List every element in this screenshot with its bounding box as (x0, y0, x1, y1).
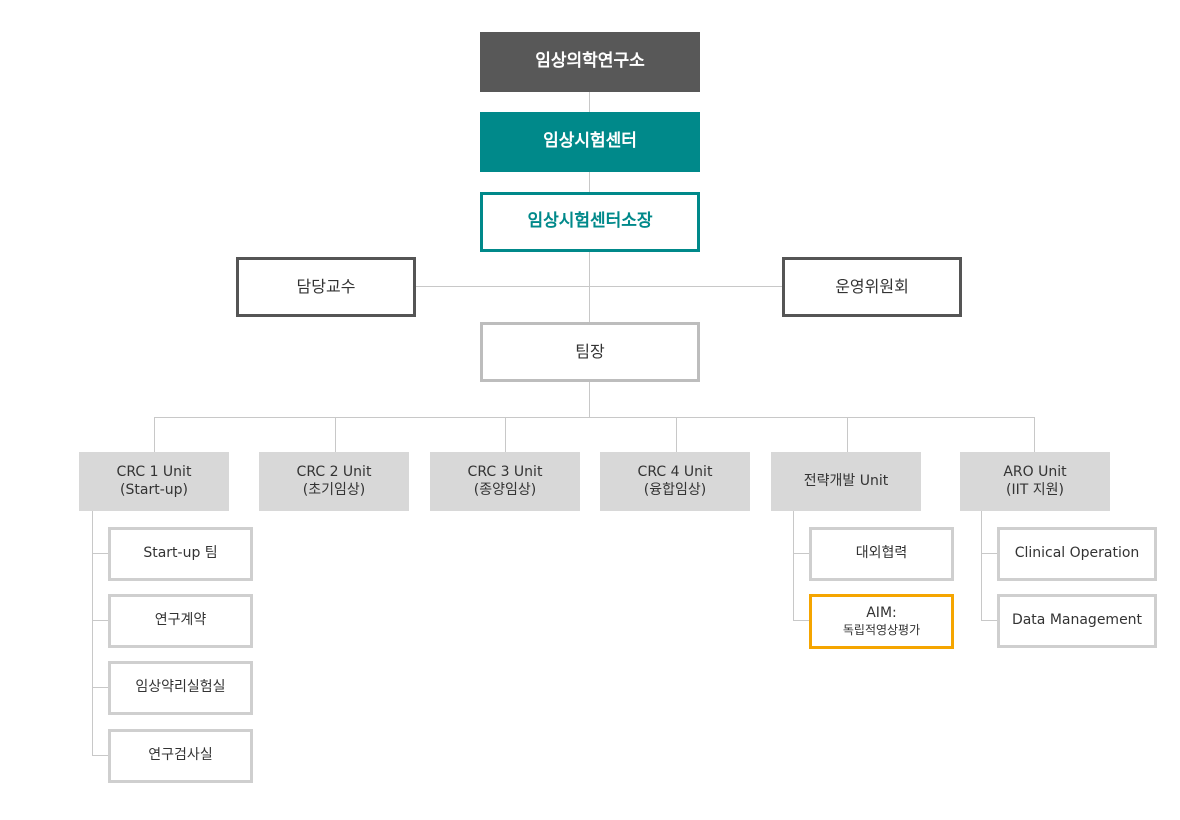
strategy-sub-aim: AIM: 독립적영상평가 (809, 594, 954, 649)
unit-subtitle: (IIT 지원) (1006, 481, 1064, 498)
team-lead-label: 팀장 (575, 342, 605, 361)
connector-aro-subs (981, 510, 982, 621)
center-box: 임상시험센터 (480, 112, 700, 172)
sub-label: 연구검사실 (148, 747, 213, 764)
unit-subtitle: (Start-up) (120, 481, 188, 498)
connector-unit-4 (676, 417, 677, 452)
sub-label: Data Management (1011, 612, 1143, 629)
strategy-sub-external: 대외협력 (809, 527, 954, 581)
crc1-sub-pharmacology-lab: 임상약리실험실 (108, 661, 253, 715)
connector-unit-6 (1034, 417, 1035, 452)
connector-unit-3 (505, 417, 506, 452)
unit-subtitle: (융합임상) (643, 481, 707, 498)
unit-title: CRC 1 Unit (116, 464, 192, 480)
unit-strategy: 전략개발 Unit (771, 452, 921, 511)
unit-title: CRC 2 Unit (296, 464, 372, 480)
professor-box: 담당교수 (236, 257, 416, 317)
unit-subtitle: (종양임상) (473, 481, 537, 498)
director-label: 임상시험센터소장 (527, 211, 653, 232)
professor-label: 담당교수 (296, 277, 356, 296)
crc1-sub-research-lab: 연구검사실 (108, 729, 253, 783)
sub-label: Clinical Operation (1014, 545, 1140, 562)
connector-units (154, 417, 1035, 418)
sub-label: 대외협력 (855, 545, 908, 562)
connector-unit-2 (335, 417, 336, 452)
unit-subtitle: (초기임상) (302, 481, 366, 498)
connector-strategy-subs (793, 510, 794, 621)
connector-crc1-sub-4 (92, 755, 110, 756)
team-lead-box: 팀장 (480, 322, 700, 382)
sub-label: Start-up 팀 (143, 545, 218, 562)
connector-crc1-subs (92, 510, 93, 755)
unit-crc3: CRC 3 Unit (종양임상) (430, 452, 580, 511)
committee-label: 운영위원회 (835, 277, 909, 296)
committee-box: 운영위원회 (782, 257, 962, 317)
connector-unit-5 (847, 417, 848, 452)
unit-crc4: CRC 4 Unit (융합임상) (600, 452, 750, 511)
unit-title: 전략개발 Unit (803, 472, 889, 489)
connector-crc1-sub-2 (92, 620, 110, 621)
unit-crc1: CRC 1 Unit (Start-up) (79, 452, 229, 511)
connector-trunk (589, 90, 590, 417)
connector-crc1-sub-3 (92, 687, 110, 688)
aim-subtitle: 독립적영상평가 (842, 622, 921, 637)
aim-title: AIM: (866, 605, 897, 622)
connector-side (414, 286, 784, 287)
unit-aro: ARO Unit (IIT 지원) (960, 452, 1110, 511)
aro-sub-clinical-operation: Clinical Operation (997, 527, 1157, 581)
unit-title: CRC 4 Unit (637, 464, 713, 480)
director-box: 임상시험센터소장 (480, 192, 700, 252)
connector-aro-sub-1 (981, 553, 999, 554)
unit-title: CRC 3 Unit (467, 464, 543, 480)
unit-crc2: CRC 2 Unit (초기임상) (259, 452, 409, 511)
connector-strategy-sub-2 (793, 620, 811, 621)
crc1-sub-contract: 연구계약 (108, 594, 253, 648)
unit-title: ARO Unit (1003, 464, 1067, 480)
connector-crc1-sub-1 (92, 553, 110, 554)
sub-label: 임상약리실험실 (135, 679, 226, 696)
institute-box: 임상의학연구소 (480, 32, 700, 92)
connector-strategy-sub-1 (793, 553, 811, 554)
center-label: 임상시험센터 (543, 131, 637, 152)
sub-label: 연구계약 (154, 612, 207, 629)
crc1-sub-startup-team: Start-up 팀 (108, 527, 253, 581)
institute-label: 임상의학연구소 (535, 51, 645, 72)
aro-sub-data-management: Data Management (997, 594, 1157, 648)
connector-aro-sub-2 (981, 620, 999, 621)
connector-unit-1 (154, 417, 155, 452)
